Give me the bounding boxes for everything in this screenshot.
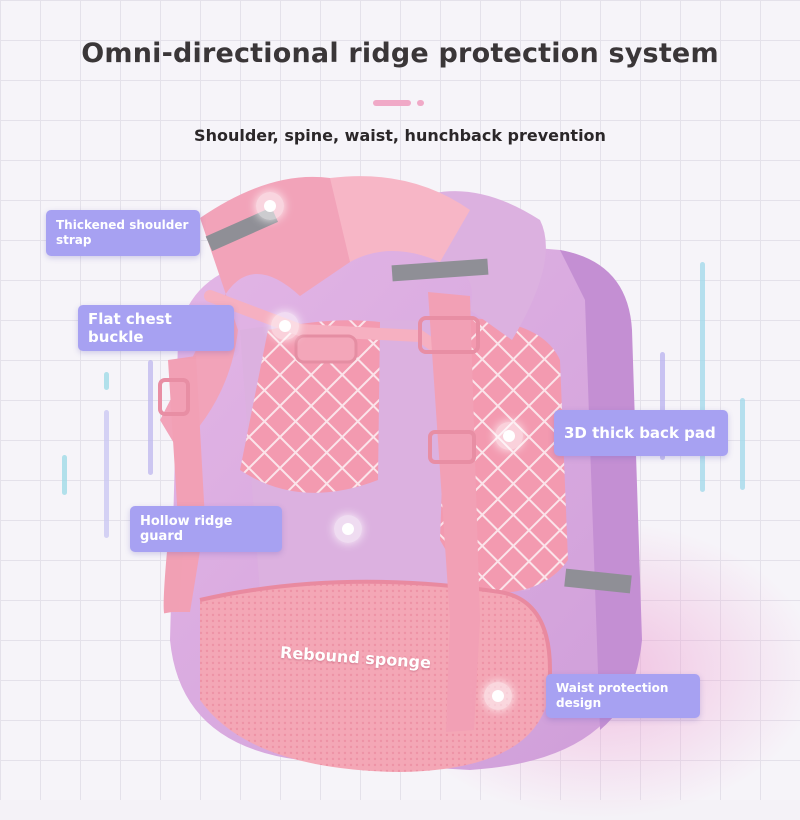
chest-strap bbox=[204, 290, 446, 356]
light-bar bbox=[104, 372, 109, 390]
reflective-strip bbox=[564, 568, 632, 594]
backpad-hotspot-dot bbox=[495, 422, 523, 450]
backpack-side-panel bbox=[560, 250, 642, 730]
backpack-illustration bbox=[158, 176, 642, 772]
light-bar bbox=[62, 455, 67, 495]
shoulder-hotspot-dot bbox=[256, 192, 284, 220]
callout-ridge-guard-text: Hollow ridge guard bbox=[140, 514, 233, 544]
left-shoulder-strap bbox=[160, 176, 353, 450]
right-webbing bbox=[428, 292, 480, 732]
callout-ridge-guard: Hollow ridge guard bbox=[130, 506, 282, 552]
page-title: Omni-directional ridge protection system bbox=[81, 38, 719, 69]
callout-shoulder-strap-text: Thickened shoulder strap bbox=[56, 218, 189, 247]
light-bar bbox=[104, 410, 109, 538]
light-bar bbox=[700, 262, 705, 492]
callout-waist: Waist protection design bbox=[546, 674, 700, 718]
chest-buckle-shape bbox=[294, 334, 358, 364]
callout-shoulder-strap: Thickened shoulder strap bbox=[46, 210, 200, 256]
callout-back-pad-text: 3D thick back pad bbox=[564, 424, 716, 442]
callout-waist-text: Waist protection design bbox=[556, 681, 669, 710]
light-bar bbox=[148, 360, 153, 475]
light-bar bbox=[740, 398, 745, 490]
ridge-hotspot-dot bbox=[334, 515, 362, 543]
light-bar bbox=[660, 352, 665, 460]
waist-hotspot-dot bbox=[484, 682, 512, 710]
callout-chest-buckle: Flat chest buckle bbox=[78, 305, 234, 351]
callout-chest-buckle-text: Flat chest buckle bbox=[88, 310, 172, 346]
title-divider-dot bbox=[417, 100, 424, 106]
page-subtitle: Shoulder, spine, waist, hunchback preven… bbox=[194, 126, 606, 145]
callout-back-pad: 3D thick back pad bbox=[554, 410, 728, 456]
title-divider bbox=[373, 100, 411, 106]
chest-hotspot-dot bbox=[271, 312, 299, 340]
